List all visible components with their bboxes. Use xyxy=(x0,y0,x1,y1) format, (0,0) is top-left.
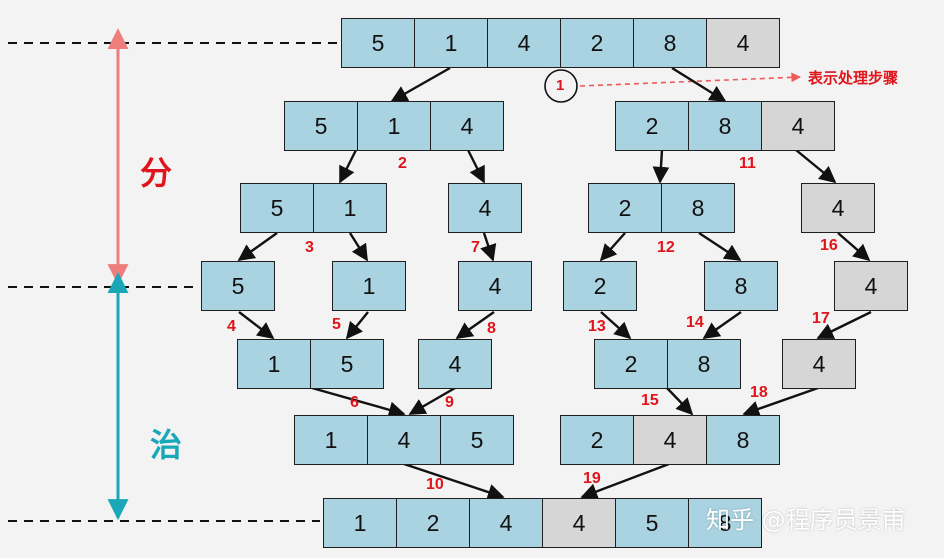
legend-label: 表示处理步骤 xyxy=(808,69,899,87)
array-cell: 4 xyxy=(430,101,504,151)
array-cell: 1 xyxy=(414,18,488,68)
array-cell: 5 xyxy=(310,339,384,389)
array-cell: 2 xyxy=(594,339,668,389)
array-cell: 1 xyxy=(323,498,397,548)
array-cell: 5 xyxy=(341,18,415,68)
array-row-l3-d: 2 xyxy=(563,261,637,311)
step-label: 11 xyxy=(739,155,756,172)
array-cell: 2 xyxy=(588,183,662,233)
divide-phase-label: 分 xyxy=(140,154,173,192)
array-cell: 2 xyxy=(560,18,634,68)
step-label: 17 xyxy=(812,310,830,327)
array-cell: 5 xyxy=(240,183,314,233)
array-cell: 2 xyxy=(560,415,634,465)
step-label: 14 xyxy=(686,314,704,331)
array-cell: 8 xyxy=(661,183,735,233)
array-cell: 4 xyxy=(469,498,543,548)
array-cell: 4 xyxy=(448,183,522,233)
step-label: 2 xyxy=(398,155,407,172)
array-cell: 2 xyxy=(563,261,637,311)
step-legend-circle xyxy=(544,69,578,103)
array-cell: 4 xyxy=(367,415,441,465)
array-cell: 4 xyxy=(782,339,856,389)
array-cell: 1 xyxy=(332,261,406,311)
array-row-l2-b: 4 xyxy=(448,183,522,233)
array-cell: 4 xyxy=(542,498,616,548)
array-row-l3-c: 4 xyxy=(458,261,532,311)
array-cell: 4 xyxy=(834,261,908,311)
array-row-l3-a: 5 xyxy=(201,261,275,311)
step-label: 12 xyxy=(657,239,675,256)
step-label: 16 xyxy=(820,237,838,254)
array-cell: 1 xyxy=(357,101,431,151)
array-cell: 8 xyxy=(688,498,762,548)
step-label: 19 xyxy=(583,470,601,487)
array-cell: 5 xyxy=(440,415,514,465)
array-row-l2-d: 4 xyxy=(801,183,875,233)
tree-arrows xyxy=(237,66,872,501)
step-label: 13 xyxy=(588,318,606,335)
array-cell: 2 xyxy=(615,101,689,151)
legend-step-number: 1 xyxy=(556,77,565,94)
array-cell: 8 xyxy=(688,101,762,151)
array-cell: 8 xyxy=(633,18,707,68)
array-cell: 4 xyxy=(458,261,532,311)
array-cell: 8 xyxy=(704,261,778,311)
array-cell: 8 xyxy=(706,415,780,465)
legend-dashed-arrow xyxy=(579,72,801,87)
array-cell: 5 xyxy=(201,261,275,311)
conquer-phase-label: 治 xyxy=(150,426,183,464)
array-cell: 1 xyxy=(313,183,387,233)
step-label: 18 xyxy=(750,384,768,401)
array-row-m1-d: 4 xyxy=(782,339,856,389)
step-label: 8 xyxy=(487,320,496,337)
array-cell: 4 xyxy=(487,18,561,68)
step-label: 6 xyxy=(350,394,359,411)
array-row-l3-f: 4 xyxy=(834,261,908,311)
array-cell: 5 xyxy=(284,101,358,151)
array-cell: 4 xyxy=(706,18,780,68)
step-label: 10 xyxy=(426,476,444,493)
array-cell: 4 xyxy=(761,101,835,151)
step-label: 15 xyxy=(641,392,659,409)
step-label: 4 xyxy=(227,318,236,335)
watermark-text: 知乎 @程序员景甫 xyxy=(706,506,906,534)
array-row-l3-b: 1 xyxy=(332,261,406,311)
step-label: 5 xyxy=(332,316,341,333)
step-label: 7 xyxy=(471,239,480,256)
array-row-l3-e: 8 xyxy=(704,261,778,311)
array-cell: 1 xyxy=(294,415,368,465)
step-label: 3 xyxy=(305,239,314,256)
array-cell: 4 xyxy=(418,339,492,389)
step-label: 9 xyxy=(445,394,454,411)
array-cell: 2 xyxy=(396,498,470,548)
array-cell: 4 xyxy=(633,415,707,465)
array-cell: 4 xyxy=(801,183,875,233)
array-cell: 8 xyxy=(667,339,741,389)
array-row-m1-b: 4 xyxy=(418,339,492,389)
array-cell: 1 xyxy=(237,339,311,389)
array-cell: 5 xyxy=(615,498,689,548)
